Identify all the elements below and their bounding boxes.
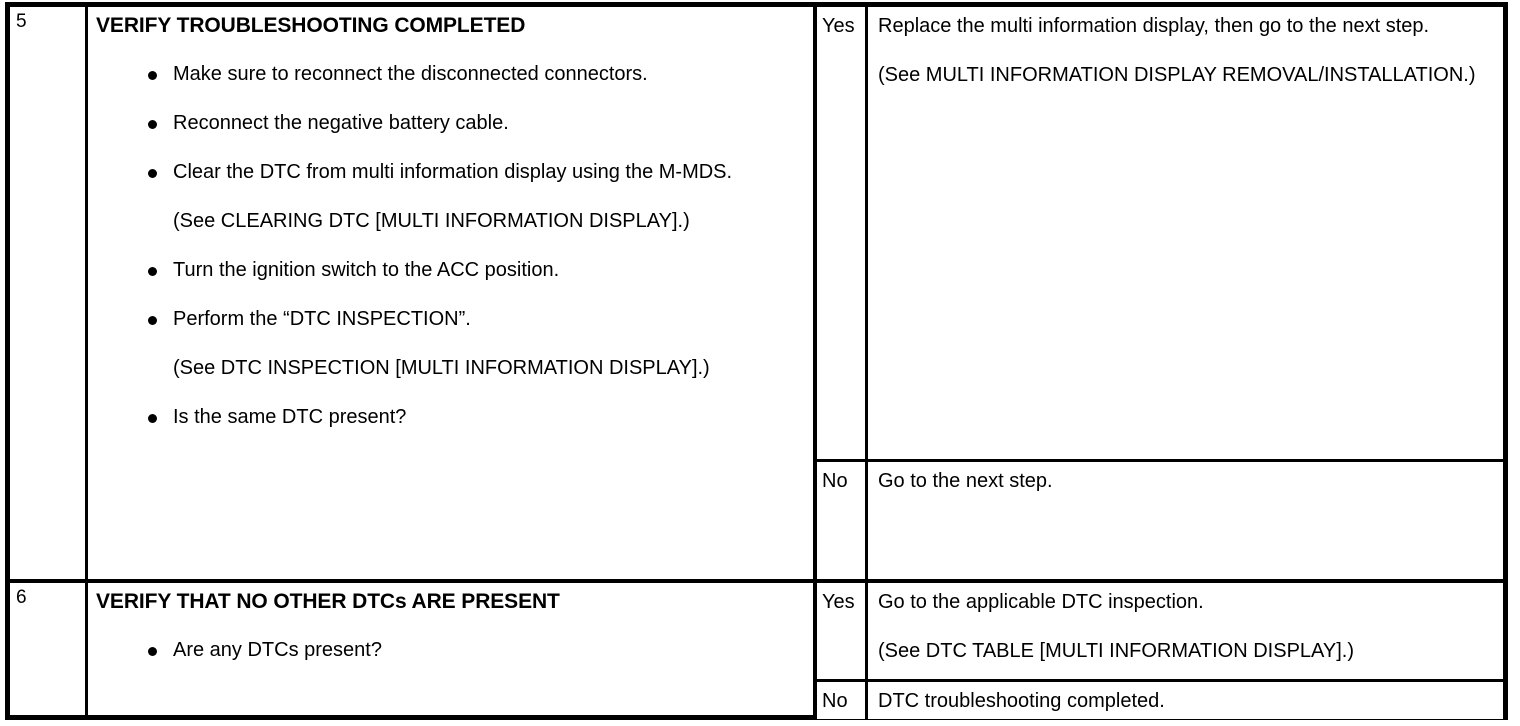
list-item-label: Perform the “DTC INSPECTION”.	[173, 308, 471, 330]
list-item-label: Make sure to reconnect the disconnected …	[173, 63, 648, 85]
outcome-action-note: (See MULTI INFORMATION DISPLAY REMOVAL/I…	[878, 64, 1476, 86]
list-item: Perform the “DTC INSPECTION”.	[96, 306, 803, 333]
list-item: Are any DTCs present?	[96, 637, 803, 664]
outcome-action-note: (See DTC TABLE [MULTI INFORMATION DISPLA…	[878, 640, 1354, 662]
bullet-icon	[148, 647, 157, 656]
list-item-label: Reconnect the negative battery cable.	[173, 112, 509, 134]
list-item: Reconnect the negative battery cable.	[96, 110, 803, 137]
outcome-label-yes: Yes	[817, 7, 868, 459]
step-body-cell: VERIFY THAT NO OTHER DTCs ARE PRESENT Ar…	[88, 583, 817, 715]
bullet-icon	[148, 169, 157, 178]
step-instruction-list: Are any DTCs present?	[96, 637, 803, 664]
outcome-action-line: Replace the multi information display, t…	[878, 15, 1430, 37]
step-outcome-column: Yes Go to the applicable DTC inspection.…	[817, 583, 1503, 719]
outcome-row-yes: Yes Replace the multi information displa…	[817, 7, 1503, 459]
outcome-action-yes: Go to the applicable DTC inspection. (Se…	[868, 583, 1503, 679]
outcome-action-yes: Replace the multi information display, t…	[868, 7, 1503, 459]
step-outcome-column: Yes Replace the multi information displa…	[817, 7, 1503, 579]
outcome-action-line: Go to the next step.	[878, 470, 1053, 492]
list-item: Make sure to reconnect the disconnected …	[96, 61, 803, 88]
step-number-cell: 6	[10, 583, 88, 715]
step-title: VERIFY TROUBLESHOOTING COMPLETED	[96, 14, 526, 37]
outcome-action-line: DTC troubleshooting completed.	[878, 690, 1165, 712]
outcome-row-no: No Go to the next step.	[817, 459, 1503, 579]
step-instruction-list: Make sure to reconnect the disconnected …	[96, 61, 803, 431]
outcome-label-no: No	[817, 682, 868, 719]
list-item-label: Turn the ignition switch to the ACC posi…	[173, 259, 560, 281]
outcome-action-no: Go to the next step.	[868, 462, 1503, 579]
table-row-step-6: 6 VERIFY THAT NO OTHER DTCs ARE PRESENT …	[10, 579, 1503, 719]
cross-reference-note: (See CLEARING DTC [MULTI INFORMATION DIS…	[173, 210, 690, 232]
list-item-label: Are any DTCs present?	[173, 639, 382, 661]
bullet-icon	[148, 71, 157, 80]
outcome-action-no: DTC troubleshooting completed.	[868, 682, 1503, 719]
outcome-label-no: No	[817, 462, 868, 579]
list-item: Clear the DTC from multi information dis…	[96, 159, 803, 186]
bullet-icon	[148, 414, 157, 423]
table-row-step-5: 5 VERIFY TROUBLESHOOTING COMPLETED Make …	[10, 7, 1503, 579]
list-item-label: Clear the DTC from multi information dis…	[173, 161, 733, 183]
step-title: VERIFY THAT NO OTHER DTCs ARE PRESENT	[96, 590, 560, 613]
list-item: Is the same DTC present?	[96, 404, 803, 431]
bullet-icon	[148, 316, 157, 325]
outcome-row-yes: Yes Go to the applicable DTC inspection.…	[817, 583, 1503, 679]
bullet-icon	[148, 120, 157, 129]
outcome-label-yes: Yes	[817, 583, 868, 679]
list-item-label: Is the same DTC present?	[173, 406, 407, 428]
step-number-cell: 5	[10, 7, 88, 579]
bullet-icon	[148, 267, 157, 276]
outcome-action-line: Go to the applicable DTC inspection.	[878, 591, 1204, 613]
step-body-cell: VERIFY TROUBLESHOOTING COMPLETED Make su…	[88, 7, 817, 579]
cross-reference-note: (See DTC INSPECTION [MULTI INFORMATION D…	[173, 357, 710, 379]
list-item: Turn the ignition switch to the ACC posi…	[96, 257, 803, 284]
troubleshooting-table: 5 VERIFY TROUBLESHOOTING COMPLETED Make …	[5, 2, 1508, 720]
outcome-row-no: No DTC troubleshooting completed.	[817, 679, 1503, 719]
